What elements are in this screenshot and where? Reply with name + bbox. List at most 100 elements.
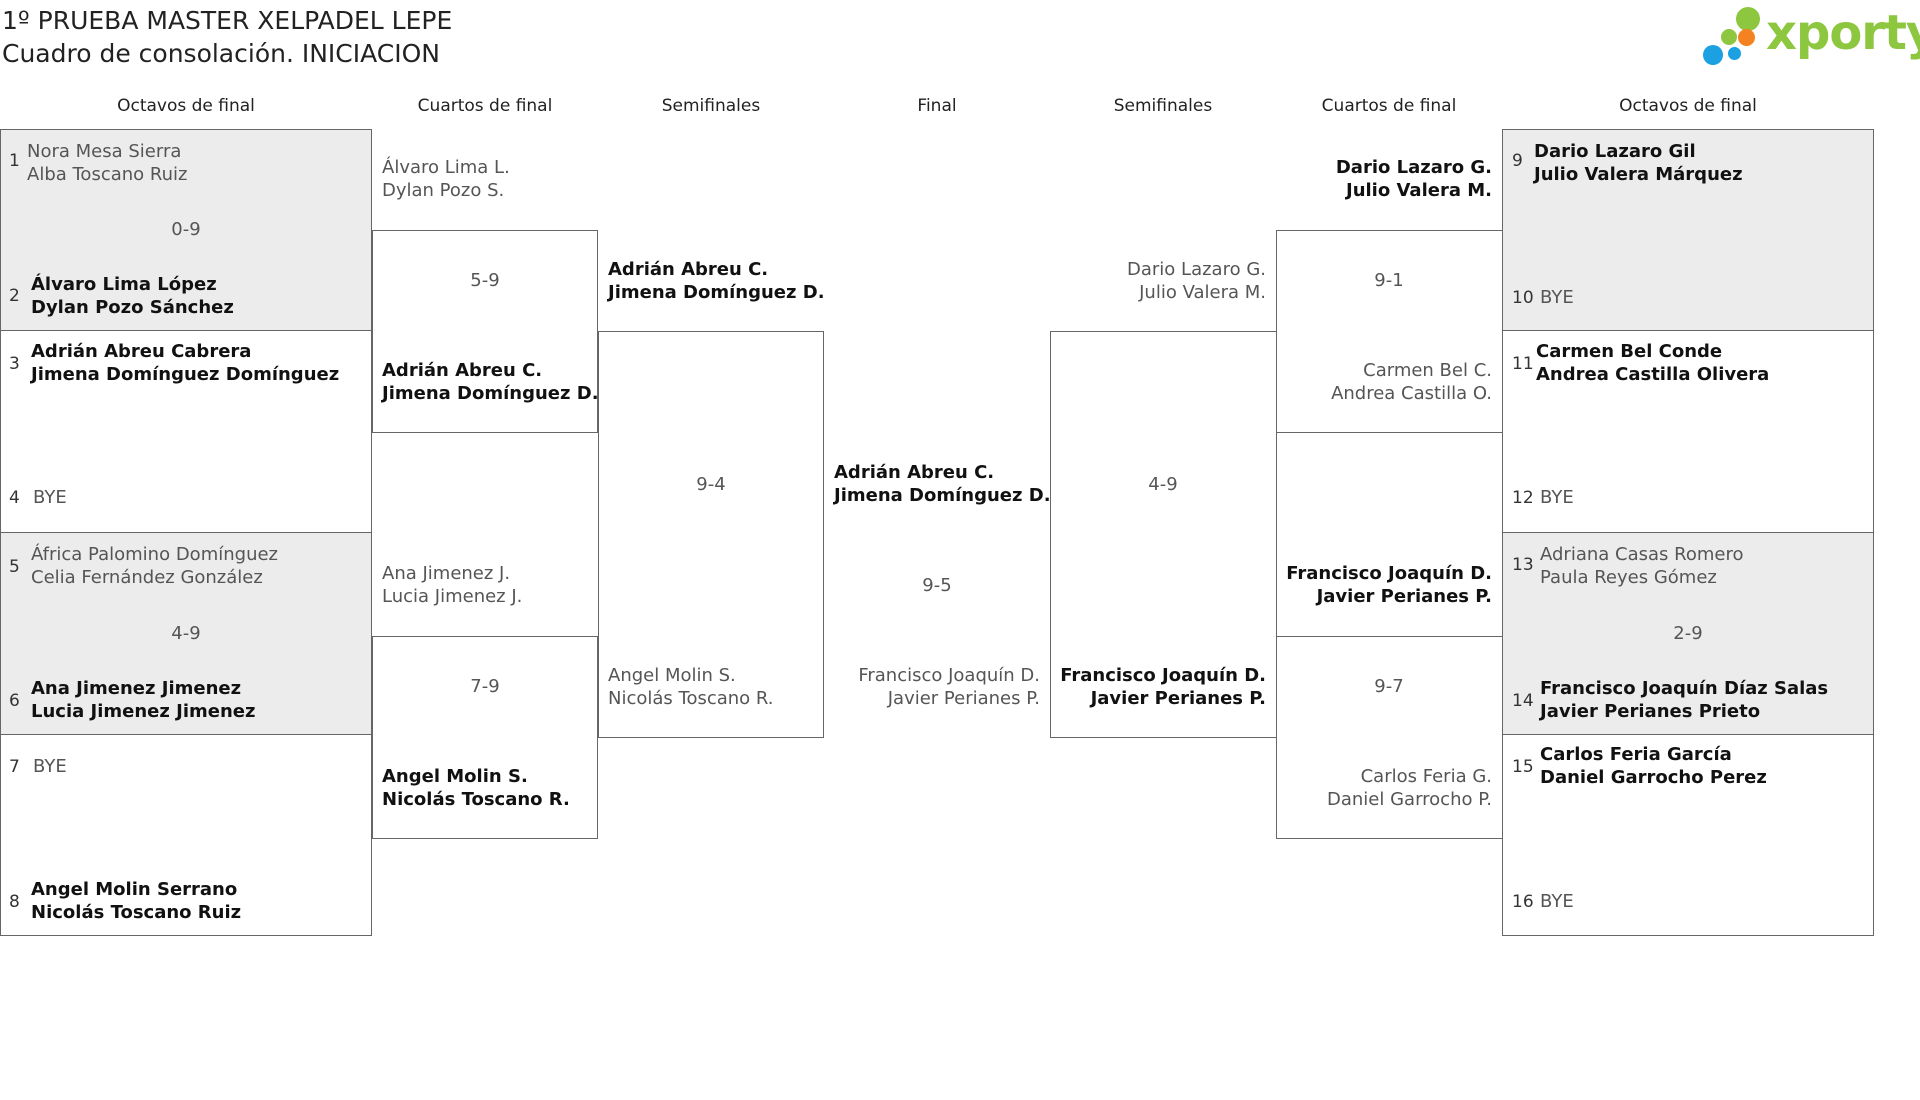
player-name: Dylan Pozo Sánchez (31, 297, 234, 318)
player-name: Dario Lazaro Gil (1534, 141, 1696, 162)
player-name: Alba Toscano Ruiz (27, 164, 188, 185)
seed-number: 14 (1512, 691, 1534, 711)
draw-subtitle: Cuadro de consolación. INICIACION (2, 39, 441, 68)
left-qf-match-1 (372, 230, 598, 433)
match-score: 9-7 (1374, 676, 1404, 697)
seed-number: 6 (9, 691, 20, 711)
player-name: Francisco Joaquín D. (1286, 563, 1492, 584)
left-qf-match-2 (372, 636, 598, 839)
player-name: Celia Fernández González (31, 567, 263, 588)
seed-number: 2 (9, 286, 20, 306)
team-entry-winner: Carlos Feria García Daniel Garrocho Pere… (1540, 743, 1767, 789)
player-name: Francisco Joaquín Díaz Salas (1540, 678, 1829, 699)
seed-number: 7 (9, 757, 20, 777)
bye-entry: BYE (33, 756, 67, 777)
left-r16-match-4 (0, 734, 372, 936)
player-name: Lucia Jimenez Jimenez (31, 701, 256, 722)
logo-dot-icon (1736, 7, 1760, 31)
match-score: 7-9 (470, 676, 500, 697)
match-score: 5-9 (470, 270, 500, 291)
page-title: 1º PRUEBA MASTER XELPADEL LEPE Cuadro de… (2, 4, 452, 70)
team-entry-winner: Adrián Abreu C. Jimena Domínguez D. (382, 359, 599, 405)
player-name: Andrea Castilla Olivera (1536, 364, 1770, 385)
player-name: Angel Molin S. (382, 766, 528, 787)
player-name: Jimena Domínguez D. (834, 485, 1051, 506)
team-entry-winner: Angel Molin Serrano Nicolás Toscano Ruiz (31, 878, 241, 924)
team-entry-winner: Adrián Abreu Cabrera Jimena Domínguez Do… (31, 340, 339, 386)
seed-number: 15 (1512, 757, 1534, 777)
logo-dot-icon (1721, 29, 1737, 45)
player-name: Jimena Domínguez D. (608, 282, 825, 303)
match-score: 2-9 (1673, 623, 1703, 644)
final-score: 9-5 (922, 575, 952, 596)
player-name: Carmen Bel C. (1363, 360, 1492, 381)
player-name: Francisco Joaquín D. (858, 665, 1040, 686)
right-r16-match-4 (1502, 734, 1874, 936)
xporty-logo: xporty (1698, 3, 1920, 69)
player-name: Nicolás Toscano R. (382, 789, 570, 810)
logo-dot-icon (1738, 29, 1755, 46)
tournament-title: 1º PRUEBA MASTER XELPADEL LEPE (2, 6, 453, 35)
seed-number: 13 (1512, 555, 1534, 575)
player-name: Angel Molin S. (608, 665, 736, 686)
header-right-qf: Cuartos de final (1321, 96, 1457, 116)
team-entry-winner: Angel Molin S. Nicolás Toscano R. (382, 765, 570, 811)
team-entry: África Palomino Domínguez Celia Fernánde… (31, 543, 278, 589)
player-name: Nora Mesa Sierra (27, 141, 182, 162)
team-entry: Carmen Bel C. Andrea Castilla O. (1276, 359, 1492, 405)
header-left-qf: Cuartos de final (417, 96, 553, 116)
seed-number: 12 (1512, 488, 1534, 508)
player-name: Julio Valera M. (1139, 282, 1266, 303)
team-entry-winner: Adrián Abreu C. Jimena Domínguez D. (608, 258, 825, 304)
team-entry: Dario Lazaro G. Julio Valera M. (1050, 258, 1266, 304)
player-name: Adrián Abreu C. (834, 462, 995, 483)
right-r16-match-1 (1502, 129, 1874, 331)
player-name: Ana Jimenez Jimenez (31, 678, 242, 699)
final-runner-up: Francisco Joaquín D. Javier Perianes P. (824, 664, 1040, 710)
team-entry-winner: Francisco Joaquín Díaz Salas Javier Peri… (1540, 677, 1828, 723)
player-name: Andrea Castilla O. (1331, 383, 1492, 404)
right-sf-match (1050, 331, 1277, 738)
player-name: Ana Jimenez J. (382, 563, 511, 584)
player-name: Francisco Joaquín D. (1060, 665, 1266, 686)
team-entry: Angel Molin S. Nicolás Toscano R. (608, 664, 774, 710)
team-entry: Ana Jimenez J. Lucia Jimenez J. (382, 562, 522, 608)
player-name: Carlos Feria García (1540, 744, 1732, 765)
left-sf-match (598, 331, 824, 738)
player-name: Daniel Garrocho P. (1327, 789, 1492, 810)
team-entry-winner: Carmen Bel Conde Andrea Castilla Olivera (1536, 340, 1769, 386)
team-entry-winner: Francisco Joaquín D. Javier Perianes P. (1276, 562, 1492, 608)
logo-dot-icon (1703, 45, 1723, 65)
player-name: Julio Valera M. (1346, 180, 1492, 201)
header-right-sf: Semifinales (1113, 96, 1213, 116)
player-name: Angel Molin Serrano (31, 879, 238, 900)
team-entry-winner: Álvaro Lima López Dylan Pozo Sánchez (31, 273, 234, 319)
header-left-r16: Octavos de final (117, 96, 255, 116)
bye-entry: BYE (1540, 891, 1574, 912)
seed-number: 1 (9, 151, 20, 171)
final-winner: Adrián Abreu C. Jimena Domínguez D. (834, 461, 1051, 507)
match-score: 4-9 (1148, 474, 1178, 495)
team-entry-winner: Francisco Joaquín D. Javier Perianes P. (1050, 664, 1266, 710)
player-name: Javier Perianes P. (1316, 586, 1492, 607)
player-name: Daniel Garrocho Perez (1540, 767, 1767, 788)
player-name: Jimena Domínguez Domínguez (31, 364, 340, 385)
header-right-r16: Octavos de final (1619, 96, 1757, 116)
player-name: Dario Lazaro G. (1127, 259, 1266, 280)
player-name: Carmen Bel Conde (1536, 341, 1723, 362)
match-score: 9-1 (1374, 270, 1404, 291)
player-name: Dario Lazaro G. (1335, 157, 1492, 178)
player-name: Carlos Feria G. (1360, 766, 1492, 787)
player-name: Javier Perianes Prieto (1540, 701, 1761, 722)
team-entry: Álvaro Lima L. Dylan Pozo S. (382, 156, 510, 202)
player-name: Álvaro Lima L. (382, 157, 510, 178)
player-name: Álvaro Lima López (31, 274, 217, 295)
left-r16-match-3 (0, 532, 372, 735)
logo-dot-icon (1728, 47, 1741, 60)
seed-number: 11 (1512, 354, 1534, 374)
player-name: Nicolás Toscano R. (608, 688, 774, 709)
bye-entry: BYE (33, 487, 67, 508)
player-name: Adriana Casas Romero (1540, 544, 1744, 565)
seed-number: 9 (1512, 151, 1523, 171)
seed-number: 3 (9, 354, 20, 374)
